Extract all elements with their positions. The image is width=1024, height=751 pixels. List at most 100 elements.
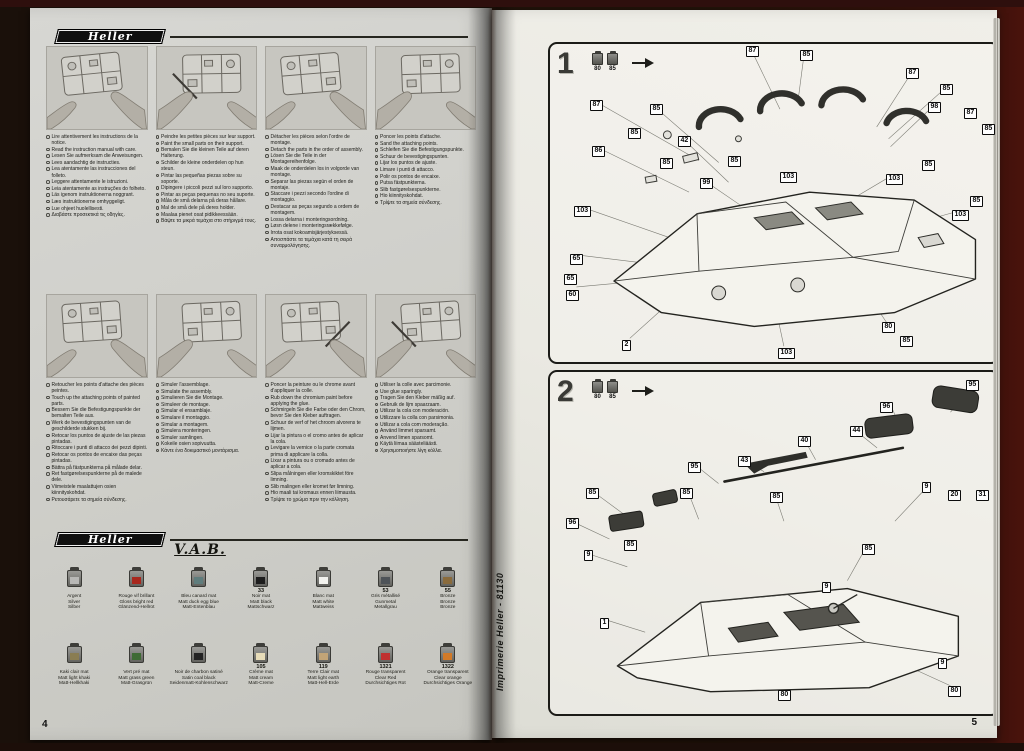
instruction-line: Lire attentivement les instructions de l… bbox=[46, 134, 148, 146]
paint-pot-icon bbox=[378, 643, 394, 663]
part-number-label: 85 bbox=[900, 336, 913, 347]
instruction-illustration bbox=[155, 46, 257, 130]
part-number-label: 85 bbox=[982, 124, 995, 135]
paint-pot-icon bbox=[607, 379, 618, 393]
instruction-line: Τρίψτε τα σημεία σύνδεσης. bbox=[374, 200, 477, 206]
language-bullet-icon bbox=[374, 148, 378, 152]
instruction-line: Lijar los puntos de ajuste. bbox=[374, 160, 477, 166]
language-bullet-icon bbox=[155, 409, 159, 413]
instruction-line: Rub down the chromium paint before apply… bbox=[265, 395, 367, 407]
language-bullet-icon bbox=[265, 192, 269, 196]
instruction-line: Slib fastgørelsespunkterne. bbox=[374, 187, 477, 193]
part-number-label: 87 bbox=[906, 68, 919, 79]
instruction-line: Simulare il montaggio. bbox=[155, 415, 258, 421]
part-number-label: 103 bbox=[778, 348, 795, 359]
instruction-line: Tragen Sie den Kleber mäßig auf. bbox=[374, 395, 477, 401]
part-number-label: 87 bbox=[746, 46, 759, 57]
instruction-illustration bbox=[46, 294, 148, 378]
instruction-panel: Poncer les points d'attache.Sand the att… bbox=[374, 46, 477, 280]
language-bullet-icon bbox=[265, 179, 269, 184]
paint-pot-icon bbox=[191, 567, 207, 587]
part-number-label: 1 bbox=[600, 618, 609, 629]
instruction-line: Limare i punti di attacco. bbox=[374, 167, 477, 173]
paintbrush-arrow-icon bbox=[632, 386, 654, 396]
language-bullet-icon bbox=[374, 194, 378, 198]
part-number-label: 42 bbox=[678, 136, 691, 147]
left-page: Heller Lire attentivement les instructio… bbox=[30, 8, 492, 740]
paint-pot-icon bbox=[66, 567, 82, 587]
instruction-line: Lösen Sie die Teile in der Montagereihen… bbox=[265, 153, 367, 165]
part-number-label: 98 bbox=[928, 102, 941, 113]
language-bullet-icon bbox=[155, 383, 159, 387]
language-bullet-icon bbox=[155, 160, 159, 165]
language-bullet-icon bbox=[265, 395, 269, 400]
instruction-line: Τρίψτε το χρώμα πριν την κόλληση. bbox=[265, 497, 367, 503]
part-number-label: 85 bbox=[586, 488, 599, 499]
part-number-label: 85 bbox=[660, 158, 673, 169]
instruction-text-list: Détacher les pièces selon l'ordre de mon… bbox=[265, 134, 367, 280]
language-bullet-icon bbox=[46, 180, 50, 184]
language-bullet-icon bbox=[46, 465, 50, 470]
language-bullet-icon bbox=[155, 173, 159, 178]
language-bullet-icon bbox=[46, 199, 50, 204]
paint-pot-icon bbox=[128, 643, 144, 663]
part-number-label: 80 bbox=[948, 686, 961, 697]
language-bullet-icon bbox=[374, 409, 378, 413]
language-bullet-icon bbox=[46, 206, 50, 211]
language-bullet-icon bbox=[374, 389, 378, 394]
part-number-label: 85 bbox=[862, 544, 875, 555]
part-number-label: 2 bbox=[622, 340, 631, 351]
paint-pot-number: 85 bbox=[609, 66, 616, 72]
part-number-label: 103 bbox=[952, 210, 969, 221]
instruction-line: Schilder de kleine onderdelen op hun ste… bbox=[155, 160, 258, 172]
logo-rule-bottom bbox=[170, 539, 468, 541]
language-bullet-icon bbox=[374, 200, 378, 205]
paint-pot-icon bbox=[253, 643, 269, 663]
part-number-label: 103 bbox=[886, 174, 903, 185]
paint-pot-icon bbox=[315, 643, 331, 663]
paint-number: 105 bbox=[256, 664, 266, 670]
language-bullet-icon bbox=[374, 383, 378, 387]
language-bullet-icon bbox=[374, 161, 378, 165]
paint-pot-number: 80 bbox=[594, 66, 601, 72]
instruction-line: Simuler l'assemblage. bbox=[155, 382, 258, 388]
language-bullet-icon bbox=[374, 174, 378, 179]
language-bullet-icon bbox=[46, 446, 50, 450]
paint-number: 53 bbox=[382, 588, 389, 594]
paint-pot-reference: 85 bbox=[607, 51, 618, 72]
language-bullet-icon bbox=[46, 147, 50, 152]
language-bullet-icon bbox=[46, 433, 50, 438]
instruction-panel: Utiliser la colle avec parcimonie.Use gl… bbox=[374, 294, 477, 528]
part-number-label: 9 bbox=[938, 658, 947, 669]
language-bullet-icon bbox=[155, 148, 159, 152]
language-bullet-icon bbox=[46, 497, 50, 502]
instruction-panel: Simuler l'assemblage.Simulate the assemb… bbox=[155, 294, 258, 528]
instruction-line: Använd limmet sparsamt. bbox=[374, 428, 477, 434]
instruction-text-list: Poncer la peinture ou le chrome avant d'… bbox=[265, 382, 367, 528]
part-number-label: 60 bbox=[566, 290, 579, 301]
language-bullet-icon bbox=[155, 448, 159, 453]
left-page-number: 4 bbox=[42, 719, 48, 730]
instruction-panel: Poncer la peinture ou le chrome avant d'… bbox=[265, 294, 367, 528]
instruction-text-list: Poncer les points d'attache.Sand the att… bbox=[374, 134, 477, 280]
instruction-line: Touch up the attaching points of painted… bbox=[46, 395, 148, 407]
language-bullet-icon bbox=[46, 213, 50, 217]
instruction-line: Lees aandachtig de instructies. bbox=[46, 160, 148, 166]
language-bullet-icon bbox=[374, 429, 378, 433]
part-number-label: 87 bbox=[590, 100, 603, 111]
instruction-line: Sand the attaching points. bbox=[374, 141, 477, 147]
instruction-line: Lue ohjeet huolellisesti. bbox=[46, 206, 148, 212]
language-bullet-icon bbox=[374, 396, 378, 400]
instruction-text-list: Simuler l'assemblage.Simulate the assemb… bbox=[155, 382, 258, 528]
part-number-label: 85 bbox=[628, 128, 641, 139]
language-bullet-icon bbox=[374, 135, 378, 139]
instruction-line: Διαβάστε προσεκτικά τις οδηγίες. bbox=[46, 212, 148, 218]
instruction-line: Hio kiinnityskohdat. bbox=[374, 193, 477, 199]
language-bullet-icon bbox=[155, 206, 159, 210]
